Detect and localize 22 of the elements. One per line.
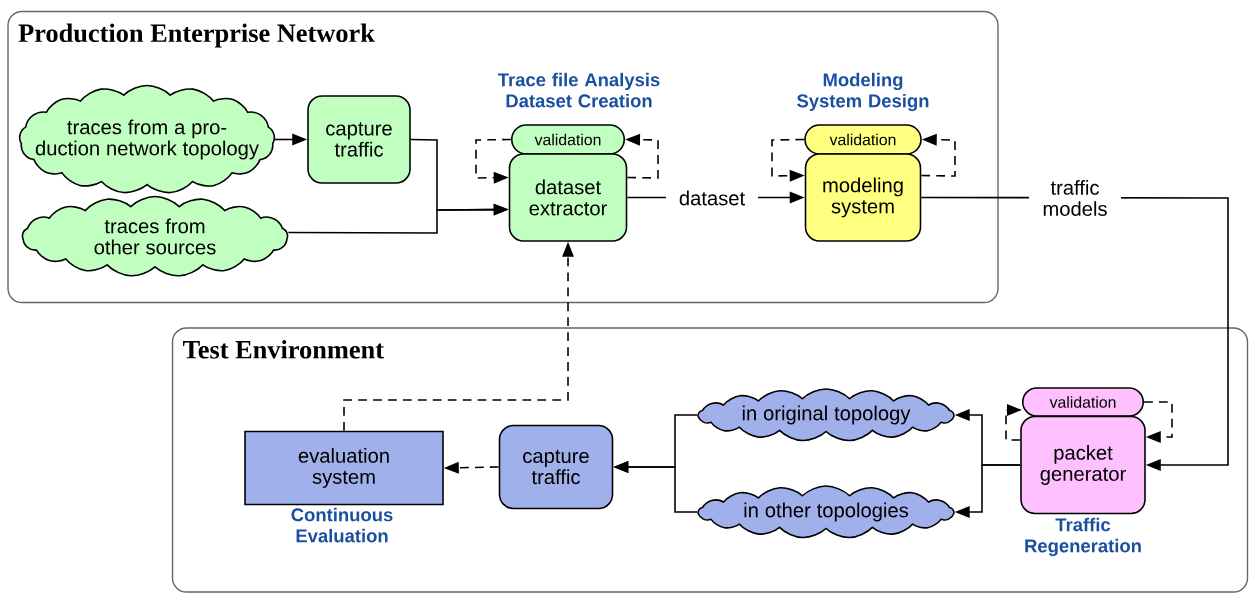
validation-box: validation	[510, 124, 626, 155]
stage-heading: Continuous Evaluation	[291, 507, 393, 543]
process-box: modeling system	[804, 153, 922, 242]
edge-label: traffic models	[1029, 176, 1121, 220]
edge-label: dataset	[666, 187, 758, 209]
dashed-arrow	[771, 138, 806, 182]
validation-box: validation	[804, 124, 922, 155]
topology-cloud: in other topologies	[697, 485, 955, 539]
stage-heading: Trace file Analysis Dataset Creation	[498, 72, 660, 108]
topology-cloud: in original topology	[697, 388, 955, 442]
process-box: capture traffic	[307, 95, 411, 184]
validation-box: validation	[1022, 387, 1145, 417]
trace-cloud: traces from a pro- duction network topology	[19, 84, 276, 194]
process-box: dataset extractor	[508, 153, 628, 242]
dashed-arrow	[475, 138, 512, 184]
stage-heading: Modeling System Design	[797, 72, 929, 112]
process-box: capture traffic	[498, 424, 614, 510]
process-box: evaluation system	[244, 430, 444, 506]
trace-cloud: traces from other sources	[21, 195, 289, 277]
stage-heading: Traffic Regeneration	[1025, 517, 1141, 557]
dashed-arrow	[1143, 401, 1173, 443]
process-box: packet generator	[1020, 415, 1146, 515]
